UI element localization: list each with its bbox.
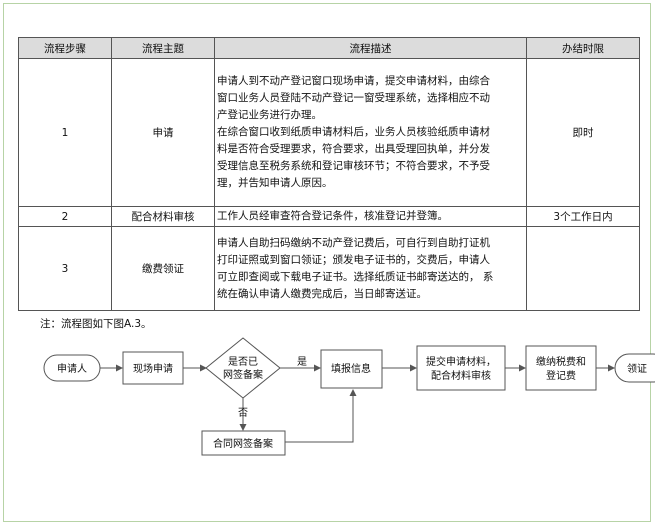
table-header-row: 流程步骤 流程主题 流程描述 办结时限 xyxy=(18,37,640,59)
svg-text:领证: 领证 xyxy=(627,362,647,375)
flowchart: 申请人 现场申请 是否已 网签备案 是 否 填报信息 提交申请材料， 配合材料审… xyxy=(43,337,655,456)
page-frame xyxy=(3,3,651,522)
svg-text:登记费: 登记费 xyxy=(546,369,576,382)
flow-collect-terminal: 领证 xyxy=(614,353,655,383)
svg-text:缴纳税费和: 缴纳税费和 xyxy=(536,355,586,368)
flow-decision-contract-filed: 是否已 网签备案 xyxy=(205,337,281,399)
svg-text:填报信息: 填报信息 xyxy=(331,362,371,375)
svg-text:配合材料审核: 配合材料审核 xyxy=(431,369,491,382)
row-2-topic: 配合材料审核 xyxy=(111,206,215,227)
flow-pay-fees: 缴纳税费和 登记费 xyxy=(525,345,597,391)
table-row: 3 缴费领证 申请人自助扫码缴纳不动产登记费后，可自行到自助打证机 打印证照或到… xyxy=(18,226,640,311)
flow-contract-filing: 合同网签备案 xyxy=(201,430,286,456)
flow-connectors xyxy=(100,364,615,443)
header-time-limit: 办结时限 xyxy=(526,37,640,59)
row-3-step: 3 xyxy=(18,226,112,311)
flow-no-label: 否 xyxy=(238,407,248,419)
row-2-time-limit: 3个工作日内 xyxy=(526,206,640,227)
row-2-description: 工作人员经审查符合登记条件，核准登记并登簿。 xyxy=(214,206,527,227)
table-row: 2 配合材料审核 工作人员经审查符合登记条件，核准登记并登簿。 3个工作日内 xyxy=(18,206,640,227)
svg-text:现场申请: 现场申请 xyxy=(133,362,173,375)
svg-text:提交申请材料，: 提交申请材料， xyxy=(426,355,496,368)
header-description: 流程描述 xyxy=(214,37,527,59)
row-1-topic: 申请 xyxy=(111,58,215,207)
row-1-step: 1 xyxy=(18,58,112,207)
flow-fill-information: 填报信息 xyxy=(320,349,383,389)
flow-submit-materials: 提交申请材料， 配合材料审核 xyxy=(416,345,506,391)
flow-start-terminal: 申请人 xyxy=(43,354,101,382)
flow-yes-label: 是 xyxy=(297,356,307,368)
table-row: 1 申请 申请人到不动产登记窗口现场申请，提交申请材料，由综合 窗口业务人员登陆… xyxy=(18,58,640,207)
flowchart-note: 注：流程图如下图A.3。 xyxy=(40,318,152,330)
svg-text:网签备案: 网签备案 xyxy=(223,368,263,381)
row-1-description: 申请人到不动产登记窗口现场申请，提交申请材料，由综合 窗口业务人员登陆不动产登记… xyxy=(214,58,527,207)
row-3-topic: 缴费领证 xyxy=(111,226,215,311)
flow-onsite-application: 现场申请 xyxy=(122,351,184,385)
svg-text:合同网签备案: 合同网签备案 xyxy=(213,437,273,450)
process-table: 流程步骤 流程主题 流程描述 办结时限 1 申请 申请人到不动产登记窗口现场申请… xyxy=(18,37,640,311)
row-1-time-limit: 即时 xyxy=(526,58,640,207)
row-3-time-limit xyxy=(526,226,640,311)
svg-text:申请人: 申请人 xyxy=(57,362,87,375)
row-2-step: 2 xyxy=(18,206,112,227)
header-topic: 流程主题 xyxy=(111,37,215,59)
header-step: 流程步骤 xyxy=(18,37,112,59)
row-3-description: 申请人自助扫码缴纳不动产登记费后，可自行到自助打证机 打印证照或到窗口领证；颁发… xyxy=(214,226,527,311)
svg-text:是否已: 是否已 xyxy=(228,356,258,368)
